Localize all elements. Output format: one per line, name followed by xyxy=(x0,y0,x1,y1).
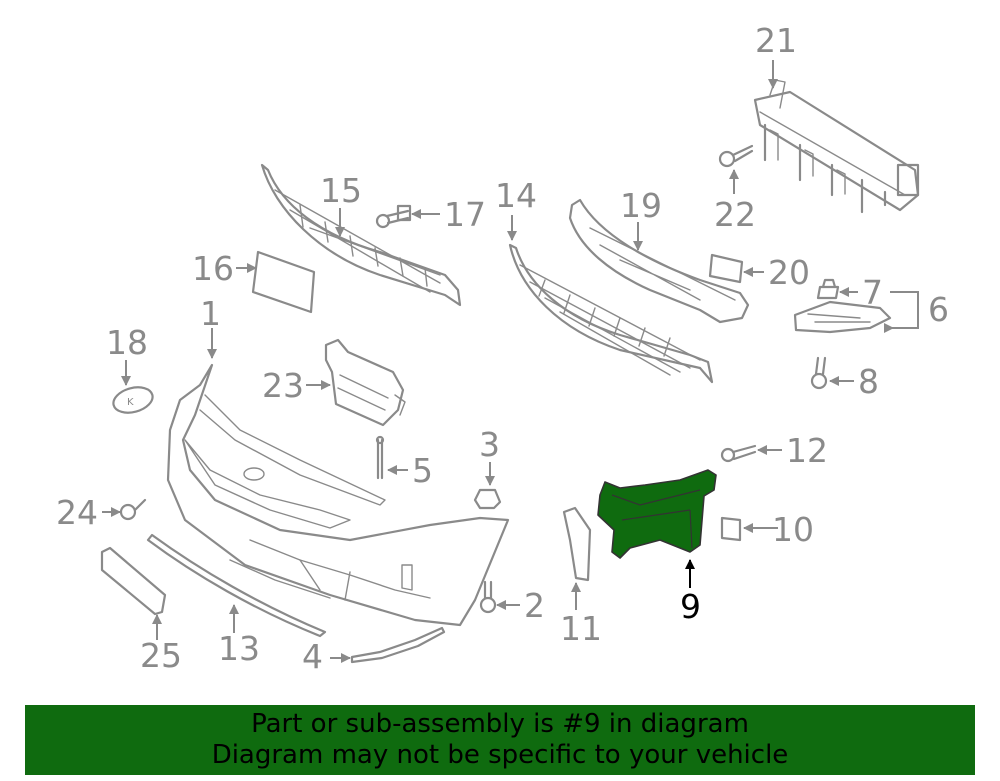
callout-25: 25 xyxy=(140,636,182,675)
callout-6: 6 xyxy=(928,290,949,329)
part-3-nut xyxy=(473,488,502,510)
part-7-clip xyxy=(816,278,840,300)
callout-12: 12 xyxy=(786,431,828,470)
part-18-emblem: K xyxy=(112,386,154,414)
part-24-clip xyxy=(119,498,147,521)
part-12-screw xyxy=(720,444,757,463)
part-8-bolt xyxy=(810,356,828,390)
callout-2: 2 xyxy=(524,586,545,625)
part-1-bumper-cover xyxy=(166,363,510,627)
part-17-screw xyxy=(375,204,412,229)
part-13-molding xyxy=(146,533,327,638)
part-2-bolt xyxy=(479,580,497,614)
svg-text:K: K xyxy=(127,397,134,408)
banner-line-2: Diagram may not be specific to your vehi… xyxy=(211,740,789,770)
part-19-energy-absorber xyxy=(568,198,750,324)
callout-11: 11 xyxy=(560,609,602,648)
part-20-clip xyxy=(708,253,744,284)
part-15-upper-grille xyxy=(260,163,462,307)
callout-10: 10 xyxy=(772,510,814,549)
info-banner: Part or sub-assembly is #9 in diagram Di… xyxy=(25,705,975,775)
part-11-bracket xyxy=(562,506,592,582)
leader-lines xyxy=(102,60,919,663)
part-10-clip xyxy=(720,516,742,542)
part-21-reinforcement-beam xyxy=(753,79,920,214)
callout-9: 9 xyxy=(680,587,701,626)
callout-5: 5 xyxy=(412,451,433,490)
part-9-highlighted-bracket xyxy=(597,469,717,559)
callout-22: 22 xyxy=(714,195,756,234)
callout-4: 4 xyxy=(302,637,323,676)
part-25-plate xyxy=(100,546,167,616)
part-5-pin xyxy=(375,435,385,480)
part-16-plate xyxy=(251,250,316,314)
part-23-sensor xyxy=(324,338,406,427)
banner-line-1: Part or sub-assembly is #9 in diagram xyxy=(251,709,749,739)
callout-14: 14 xyxy=(495,176,537,215)
callout-1: 1 xyxy=(200,294,221,333)
callout-15: 15 xyxy=(320,171,362,210)
callout-24: 24 xyxy=(56,493,98,532)
part-4-strip xyxy=(350,626,446,664)
callout-18: 18 xyxy=(106,323,148,362)
callout-labels: 1 2 3 4 5 6 7 8 9 10 11 12 13 14 15 16 1… xyxy=(56,21,949,676)
callout-8: 8 xyxy=(858,362,879,401)
callout-7: 7 xyxy=(862,273,883,312)
callout-23: 23 xyxy=(262,366,304,405)
part-6-bracket xyxy=(793,300,892,334)
callout-21: 21 xyxy=(755,21,797,60)
callout-19: 19 xyxy=(620,186,662,225)
part-22-bolt xyxy=(718,144,754,168)
callout-3: 3 xyxy=(479,425,500,464)
callout-16: 16 xyxy=(192,249,234,288)
callout-17: 17 xyxy=(444,195,486,234)
callout-13: 13 xyxy=(218,629,260,668)
part-14-lower-grille xyxy=(508,243,714,384)
callout-20: 20 xyxy=(768,253,810,292)
